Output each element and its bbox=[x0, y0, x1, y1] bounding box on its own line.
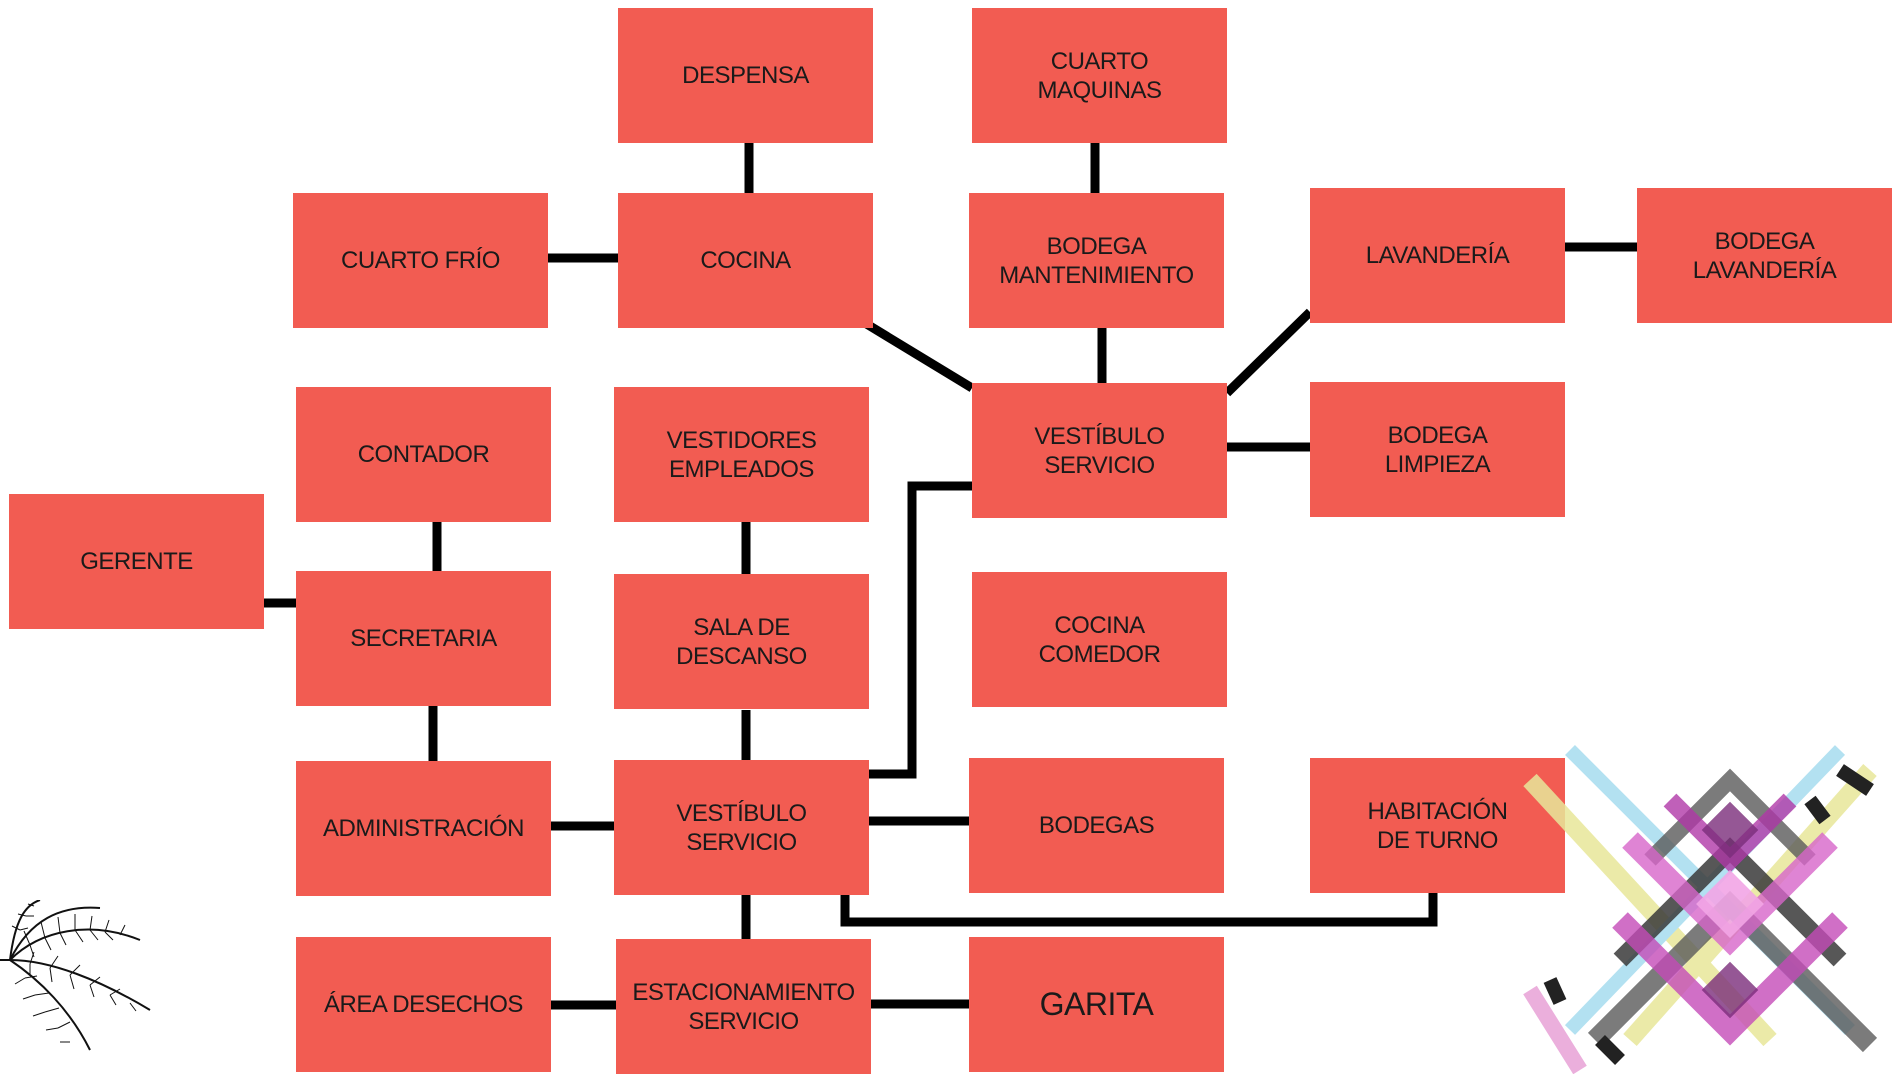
node-cuarto-maquinas: CUARTO MAQUINAS bbox=[972, 8, 1227, 143]
node-area-desechos: ÁREA DESECHOS bbox=[296, 937, 551, 1072]
node-cocina-comedor: COCINA COMEDOR bbox=[972, 572, 1227, 707]
node-bodegas: BODEGAS bbox=[969, 758, 1224, 893]
connector-vestibulo-servicio-bottom-top bbox=[868, 481, 972, 779]
node-vestibulo-servicio-top: VESTÍBULO SERVICIO bbox=[972, 383, 1227, 518]
node-despensa: DESPENSA bbox=[618, 8, 873, 143]
node-bodega-mantenimiento: BODEGA MANTENIMIENTO bbox=[969, 193, 1224, 328]
node-secretaria: SECRETARIA bbox=[296, 571, 551, 706]
connector-lavanderia-vestibulo-servicio bbox=[1223, 308, 1314, 397]
connector-vestibulo-servicio-habitacion-turno bbox=[840, 893, 1438, 927]
palm-tree-illustration bbox=[0, 900, 151, 1051]
node-estacionamiento-servicio: ESTACIONAMIENTO SERVICIO bbox=[616, 939, 871, 1074]
node-lavanderia: LAVANDERÍA bbox=[1310, 188, 1565, 323]
node-cocina: COCINA bbox=[618, 193, 873, 328]
node-bodega-limpieza: BODEGA LIMPIEZA bbox=[1310, 382, 1565, 517]
node-sala-de-descanso: SALA DE DESCANSO bbox=[614, 574, 869, 709]
node-vestidores-empleados: VESTIDORES EMPLEADOS bbox=[614, 387, 869, 522]
node-contador: CONTADOR bbox=[296, 387, 551, 522]
node-administracion: ADMINISTRACIÓN bbox=[296, 761, 551, 896]
node-habitacion-de-turno: HABITACIÓN DE TURNO bbox=[1310, 758, 1565, 893]
woven-pattern-illustration bbox=[1523, 745, 1878, 1074]
node-garita: GARITA bbox=[969, 937, 1224, 1072]
node-vestibulo-servicio-bottom: VESTÍBULO SERVICIO bbox=[614, 760, 869, 895]
node-gerente: GERENTE bbox=[9, 494, 264, 629]
node-bodega-lavanderia: BODEGA LAVANDERÍA bbox=[1637, 188, 1892, 323]
connector-cocina-vestibulo-servicio bbox=[862, 319, 975, 392]
node-cuarto-frio: CUARTO FRÍO bbox=[293, 193, 548, 328]
